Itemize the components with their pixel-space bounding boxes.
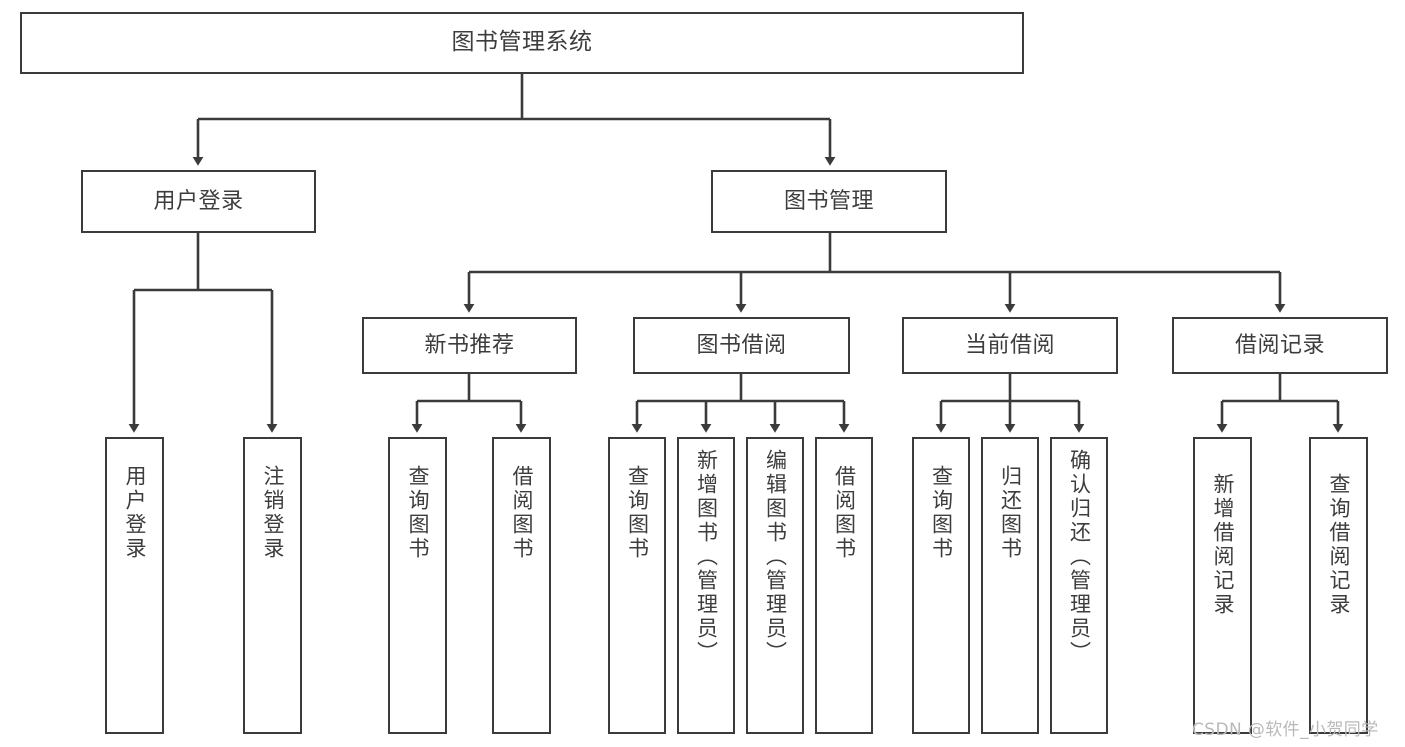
- node-book-borrow-label: 图书借阅: [696, 332, 787, 358]
- node-book-borrow[interactable]: 图书借阅: [633, 317, 850, 374]
- leaf-book-borrow-add[interactable]: 新增图书（管理员）: [677, 437, 735, 734]
- leaf-borrow-record-add-label: 新增借阅记录: [1211, 473, 1235, 617]
- node-user-login-label: 用户登录: [153, 188, 244, 214]
- leaf-borrow-record-add[interactable]: 新增借阅记录: [1193, 437, 1252, 734]
- leaf-new-book-borrow-label: 借阅图书: [510, 465, 534, 561]
- leaf-new-book-borrow[interactable]: 借阅图书: [492, 437, 551, 734]
- node-current-borrow-label: 当前借阅: [964, 332, 1055, 358]
- node-book-management-label: 图书管理: [783, 188, 874, 214]
- leaf-current-borrow-confirm-label: 确认归还（管理员）: [1067, 449, 1092, 665]
- leaf-book-borrow-borrow-label: 借阅图书: [832, 465, 857, 561]
- leaf-borrow-record-query-label: 查询借阅记录: [1327, 473, 1351, 617]
- leaf-current-borrow-query[interactable]: 查询图书: [912, 437, 970, 734]
- leaf-book-borrow-add-label: 新增图书（管理员）: [694, 449, 719, 665]
- node-root-system-label: 图书管理系统: [451, 29, 593, 56]
- leaf-book-borrow-query[interactable]: 查询图书: [608, 437, 666, 734]
- leaf-book-borrow-query-label: 查询图书: [625, 465, 650, 561]
- leaf-user-login-login[interactable]: 用户登录: [105, 437, 164, 734]
- node-book-management[interactable]: 图书管理: [711, 170, 947, 233]
- leaf-book-borrow-edit-label: 编辑图书（管理员）: [763, 449, 788, 665]
- leaf-book-borrow-borrow[interactable]: 借阅图书: [815, 437, 873, 734]
- leaf-current-borrow-return-label: 归还图书: [998, 465, 1023, 561]
- node-root-system[interactable]: 图书管理系统: [20, 12, 1024, 74]
- leaf-user-login-logout[interactable]: 注销登录: [243, 437, 302, 734]
- leaf-book-borrow-edit[interactable]: 编辑图书（管理员）: [746, 437, 804, 734]
- leaf-new-book-query-label: 查询图书: [406, 465, 430, 561]
- leaf-borrow-record-query[interactable]: 查询借阅记录: [1309, 437, 1368, 734]
- leaf-new-book-query[interactable]: 查询图书: [388, 437, 447, 734]
- leaf-user-login-logout-label: 注销登录: [261, 465, 285, 561]
- node-current-borrow[interactable]: 当前借阅: [902, 317, 1118, 374]
- node-user-login[interactable]: 用户登录: [81, 170, 316, 233]
- leaf-current-borrow-return[interactable]: 归还图书: [981, 437, 1039, 734]
- node-borrow-record-label: 借阅记录: [1234, 332, 1325, 358]
- leaf-current-borrow-query-label: 查询图书: [929, 465, 954, 561]
- csdn-watermark: CSDN @软件_小贺同学: [1192, 720, 1379, 740]
- node-new-book-recommend[interactable]: 新书推荐: [362, 317, 577, 374]
- node-new-book-recommend-label: 新书推荐: [424, 332, 515, 358]
- leaf-current-borrow-confirm[interactable]: 确认归还（管理员）: [1050, 437, 1108, 734]
- node-borrow-record[interactable]: 借阅记录: [1172, 317, 1388, 374]
- leaf-user-login-login-label: 用户登录: [123, 465, 147, 561]
